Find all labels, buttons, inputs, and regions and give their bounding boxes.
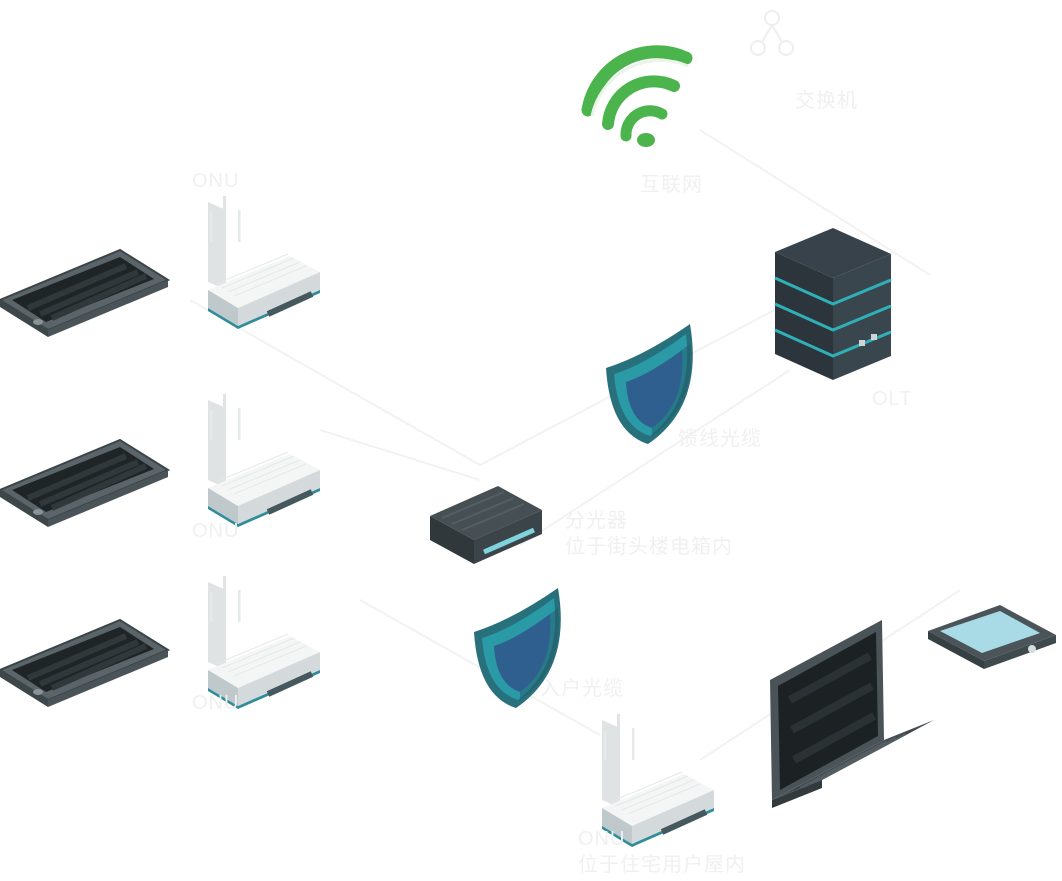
onu-mid-label: ONU (192, 520, 240, 542)
laptop-icon (770, 620, 934, 808)
wifi-icon (581, 45, 693, 147)
splitter-icon (430, 486, 542, 564)
feeder-fiber-label: 馈线光缆 (678, 428, 762, 450)
switch-label: 交换机 (795, 90, 858, 112)
onu-low-label: ONU (192, 692, 240, 714)
splitter-label: 分光器 位于街头楼电箱内 (565, 508, 733, 560)
onu-home-label-line2: 位于住宅用户屋内 (578, 854, 746, 876)
olt-server-icon (774, 228, 892, 380)
onu-home-label: ONU 位于住宅用户屋内 (578, 826, 746, 878)
router-icon-mid (208, 394, 320, 527)
line-onu-mid-to-splitter (319, 429, 481, 481)
switch-icon (750, 10, 794, 56)
tablet-icon-mid (0, 440, 168, 527)
tablet-icon-low (0, 620, 168, 707)
tablet-icon-top (0, 250, 168, 337)
splitter-label-line1: 分光器 (565, 510, 628, 532)
line-internet-to-olt (699, 129, 931, 276)
line-splitter-to-olt (519, 369, 791, 546)
drop-fiber-label: 入户光缆 (540, 678, 624, 700)
internet-label: 互联网 (640, 174, 703, 196)
line-onu-top-to-splitter (189, 264, 861, 467)
onu-top-label: ONU (192, 170, 240, 192)
splitter-label-line2: 位于街头楼电箱内 (565, 536, 733, 558)
olt-label: OLT (872, 388, 913, 410)
onu-home-label-line1: ONU (578, 828, 626, 850)
router-icon-top (208, 196, 320, 329)
tablet-icon-home (928, 605, 1056, 669)
